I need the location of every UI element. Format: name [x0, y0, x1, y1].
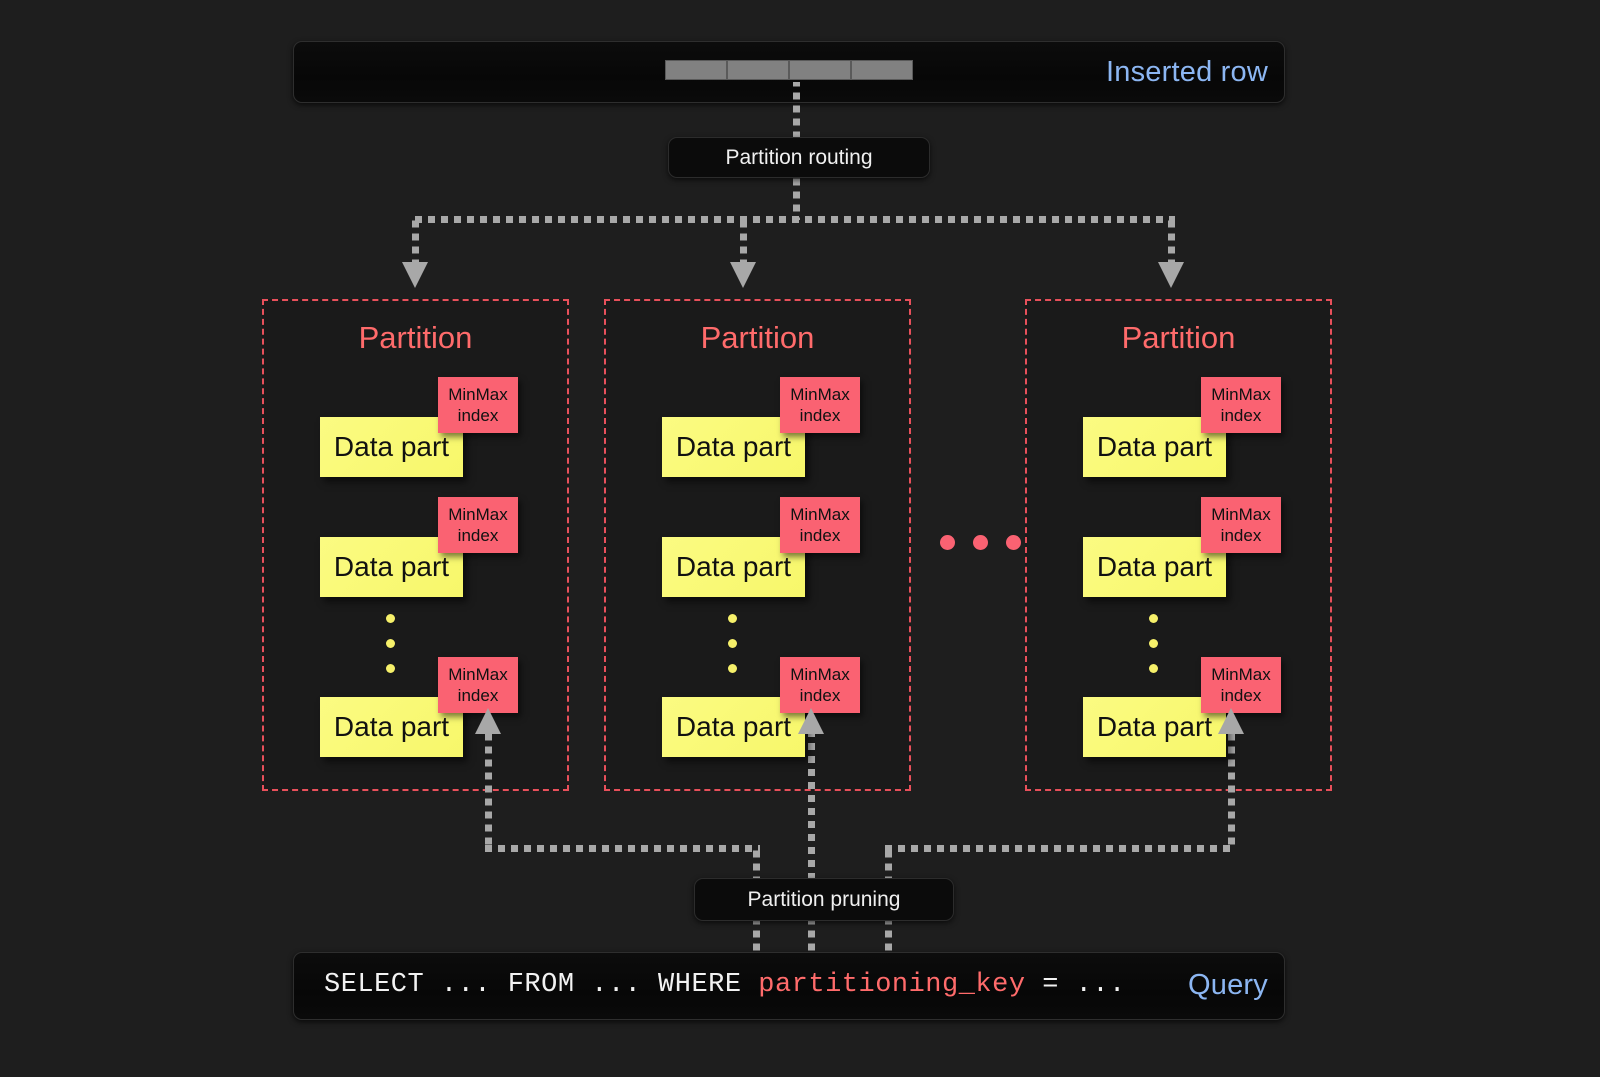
inserted-row-cells: [665, 60, 913, 80]
partition-2-part-1: MinMax index Data part: [662, 377, 862, 477]
minmax-index-box: MinMax index: [780, 657, 860, 713]
minmax-line2: index: [799, 406, 841, 425]
row-cell-2: [727, 60, 789, 80]
query-bar: SELECT ... FROM ... WHERE partitioning_k…: [293, 952, 1285, 1020]
minmax-line2: index: [799, 686, 841, 705]
connector-prune-up-partition-1: [485, 734, 492, 850]
sql-prefix: SELECT ... FROM ... WHERE: [324, 970, 759, 1000]
connector-prune-down-left: [753, 845, 760, 895]
connector-routing-down: [793, 176, 800, 220]
partition-1-parts-ellipsis: [386, 614, 395, 689]
connector-drop-partition-1: [412, 216, 419, 264]
minmax-line2: index: [1220, 526, 1262, 545]
minmax-line2: index: [457, 406, 499, 425]
minmax-line1: MinMax: [790, 505, 850, 524]
minmax-line1: MinMax: [448, 505, 508, 524]
row-cell-1: [665, 60, 727, 80]
partition-1-part-1: MinMax index Data part: [320, 377, 520, 477]
partition-1: Partition MinMax index Data part MinMax …: [262, 299, 569, 791]
minmax-index-box: MinMax index: [780, 377, 860, 433]
partition-1-title: Partition: [358, 320, 473, 355]
partition-3-parts-ellipsis: [1149, 614, 1158, 689]
minmax-line2: index: [799, 526, 841, 545]
minmax-line1: MinMax: [790, 385, 850, 404]
minmax-line1: MinMax: [448, 665, 508, 684]
minmax-index-box: MinMax index: [438, 497, 518, 553]
data-part-box: Data part: [320, 697, 463, 757]
connector-prune-up-partition-3: [1228, 734, 1235, 850]
minmax-index-box: MinMax index: [1201, 497, 1281, 553]
partition-pruning-label: Partition pruning: [747, 887, 901, 911]
arrow-up-partition-2: [798, 708, 824, 734]
query-sql-text: SELECT ... FROM ... WHERE partitioning_k…: [324, 970, 1126, 1000]
partition-2-part-3: MinMax index Data part: [662, 657, 862, 757]
partition-routing-box: Partition routing: [668, 137, 930, 178]
partition-2-parts-ellipsis: [728, 614, 737, 689]
connector-prune-bus-left: [485, 845, 760, 852]
minmax-index-box: MinMax index: [1201, 377, 1281, 433]
arrow-down-partition-2: [730, 262, 756, 288]
connector-prune-down-right: [885, 845, 892, 895]
arrow-down-partition-1: [402, 262, 428, 288]
connector-routing-bus: [415, 216, 1175, 223]
minmax-line1: MinMax: [1211, 665, 1271, 684]
partition-1-part-2: MinMax index Data part: [320, 497, 520, 597]
minmax-index-box: MinMax index: [438, 377, 518, 433]
sql-partitioning-key: partitioning_key: [758, 970, 1026, 1000]
connector-drop-partition-2: [740, 216, 747, 264]
data-part-box: Data part: [662, 417, 805, 477]
connector-prune-bus-right: [885, 845, 1235, 852]
partition-2-part-2: MinMax index Data part: [662, 497, 862, 597]
partition-2: Partition MinMax index Data part MinMax …: [604, 299, 911, 791]
partition-2-title: Partition: [700, 320, 815, 355]
minmax-index-box: MinMax index: [780, 497, 860, 553]
connector-pruning-to-query-right: [885, 918, 892, 956]
row-cell-3: [789, 60, 851, 80]
partition-3-part-2: MinMax index Data part: [1083, 497, 1283, 597]
data-part-box: Data part: [320, 417, 463, 477]
row-cell-4: [851, 60, 913, 80]
partition-3: Partition MinMax index Data part MinMax …: [1025, 299, 1332, 791]
connector-pruning-to-query-left: [753, 918, 760, 956]
minmax-line1: MinMax: [790, 665, 850, 684]
connector-pruning-to-query-center: [808, 918, 815, 956]
arrow-up-partition-1: [475, 708, 501, 734]
partitions-ellipsis: [940, 535, 1021, 550]
sql-suffix: = ...: [1025, 970, 1126, 1000]
arrow-up-partition-3: [1218, 708, 1244, 734]
connector-prune-up-partition-2: [808, 734, 815, 895]
minmax-line1: MinMax: [1211, 505, 1271, 524]
connector-drop-partition-3: [1168, 216, 1175, 264]
minmax-line2: index: [457, 686, 499, 705]
minmax-line2: index: [457, 526, 499, 545]
minmax-index-box: MinMax index: [438, 657, 518, 713]
minmax-line2: index: [1220, 406, 1262, 425]
inserted-row-bar: Inserted row: [293, 41, 1285, 103]
arrow-down-partition-3: [1158, 262, 1184, 288]
data-part-box: Data part: [1083, 537, 1226, 597]
partition-3-part-3: MinMax index Data part: [1083, 657, 1283, 757]
partition-3-part-1: MinMax index Data part: [1083, 377, 1283, 477]
minmax-line2: index: [1220, 686, 1262, 705]
partition-1-part-3: MinMax index Data part: [320, 657, 520, 757]
minmax-line1: MinMax: [448, 385, 508, 404]
minmax-index-box: MinMax index: [1201, 657, 1281, 713]
partition-pruning-box: Partition pruning: [694, 878, 954, 921]
connector-row-to-routing: [793, 82, 800, 142]
inserted-row-label: Inserted row: [1106, 56, 1268, 88]
partition-3-title: Partition: [1121, 320, 1236, 355]
minmax-line1: MinMax: [1211, 385, 1271, 404]
partition-routing-label: Partition routing: [725, 145, 873, 169]
query-label: Query: [1188, 969, 1268, 1001]
